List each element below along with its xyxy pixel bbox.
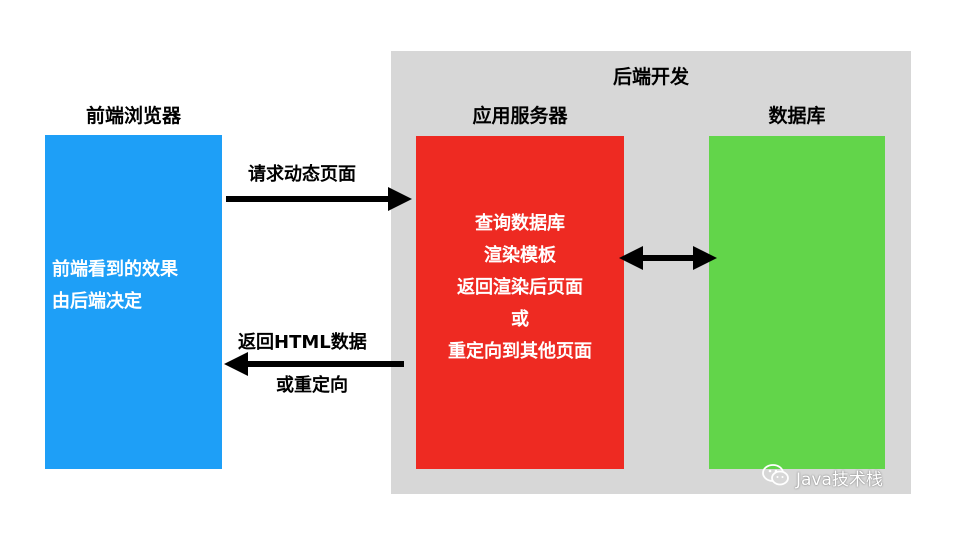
app-server-line-1: 查询数据库 [475,213,565,234]
response-arrow [224,352,404,376]
request-label: 请求动态页面 [248,164,356,185]
frontend-browser-box [45,135,222,469]
app-server-box [416,136,624,469]
response-label-2: 或重定向 [276,375,348,396]
app-server-line-3: 返回渲染后页面 [457,277,583,298]
database-title: 数据库 [768,105,826,127]
watermark: Java技术栈 [762,463,883,491]
app-server-title: 应用服务器 [472,105,568,127]
bidirectional-arrow [619,246,717,270]
watermark-text: Java技术栈 [796,469,883,490]
app-server-line-2: 渲染模板 [484,245,556,266]
app-server-line-4: 或 [511,309,529,330]
frontend-line-1: 前端看到的效果 [52,259,178,280]
database-box [709,136,885,469]
request-arrow [226,187,412,211]
app-server-line-5: 重定向到其他页面 [448,341,592,362]
frontend-title: 前端浏览器 [85,105,181,127]
response-label-1: 返回HTML数据 [238,332,367,353]
wechat-icon [762,463,790,492]
backend-title: 后端开发 [612,66,689,88]
frontend-line-2: 由后端决定 [52,291,142,312]
